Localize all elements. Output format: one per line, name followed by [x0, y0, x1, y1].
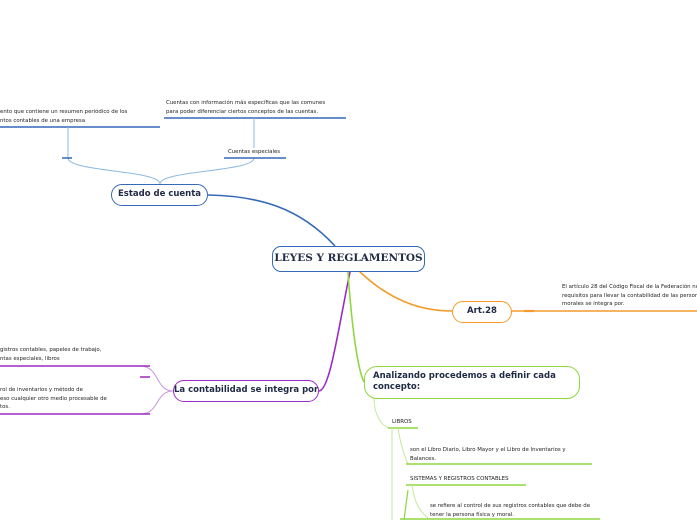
note-line: son el Libro Diario, Libro Mayor y el Li… [410, 447, 566, 453]
note-line: Balances. [410, 455, 437, 462]
note-line: ntas especiales, libros [0, 355, 60, 362]
note-line: ntos contables de una empresa [0, 117, 86, 124]
contabilidad-note-2[interactable]: rol de inventarios y método de eso cualq… [0, 386, 107, 412]
note-line: rol de inventarios y método de [0, 387, 83, 393]
connector-cont-note2 [139, 390, 174, 415]
note-line: tener la persona física y moral. [430, 511, 514, 518]
estado-left-note[interactable]: ento que contiene un resumen periódico d… [0, 108, 127, 125]
topic-art-28[interactable]: Art.28 [452, 301, 512, 323]
note-line: morales se integra por. [562, 301, 625, 307]
cuentas-especiales-label[interactable]: Cuentas especiales [228, 149, 281, 155]
connector-root-art [359, 271, 453, 312]
topic-estado-de-cuenta[interactable]: Estado de cuenta [111, 184, 208, 206]
note-line: gistros contables, papeles de trabajo, [0, 347, 102, 353]
note-line: requisitos para llevar la contabilidad d… [562, 292, 697, 299]
contabilidad-note-1[interactable]: gistros contables, papeles de trabajo, n… [0, 346, 101, 363]
connector-libros-note [397, 427, 409, 465]
connector-estado-right [159, 157, 255, 185]
connector-left-vertical [403, 489, 409, 520]
topic-analizando[interactable]: Analizando procedemos a definir cada con… [364, 366, 580, 399]
connector-root-cont [318, 271, 351, 392]
root-topic[interactable]: LEYES Y REGLAMENTOS [272, 246, 425, 272]
note-line: El artículo 28 del Código Fiscal de la F… [562, 284, 697, 290]
connector-sistemas-note [411, 484, 429, 519]
libros-note[interactable]: son el Libro Diario, Libro Mayor y el Li… [410, 446, 566, 463]
note-line: se refiere al control de sus registros c… [430, 503, 591, 509]
note-line: para poder diferenciar ciertos conceptos… [166, 108, 319, 115]
sistemas-note[interactable]: se refiere al control de sus registros c… [430, 502, 590, 519]
note-line: tos. [0, 404, 10, 410]
connector-anal-libros [373, 398, 391, 429]
topic-contabilidad[interactable]: La contabilidad se integra por [173, 380, 319, 402]
connector-cont-note1 [139, 365, 174, 392]
connector-root-estado [207, 194, 336, 247]
note-line: ento que contiene un resumen periódico d… [0, 109, 128, 115]
art28-note[interactable]: El artículo 28 del Código Fiscal de la F… [562, 283, 697, 309]
connector-root-anal [347, 271, 365, 383]
note-line: Cuentas con información más específicas … [166, 100, 326, 106]
sistemas-label[interactable]: SISTEMAS Y REGISTROS CONTABLES [410, 476, 509, 482]
connector-estado-left [67, 157, 161, 185]
note-line: eso cualquier otro medio procesable de [0, 395, 107, 402]
libros-label[interactable]: LIBROS [392, 419, 412, 425]
estado-right-note[interactable]: Cuentas con información más específicas … [166, 99, 325, 116]
